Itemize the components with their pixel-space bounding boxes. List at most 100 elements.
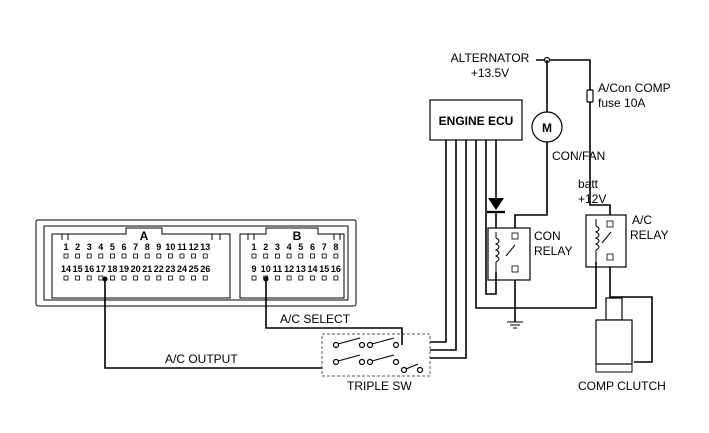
con-relay-label-line2: RELAY bbox=[534, 244, 572, 258]
connector-a-pin-23 bbox=[167, 275, 173, 281]
connector-a-pin-3 bbox=[86, 253, 92, 259]
engine-ecu-label: ENGINE ECU bbox=[439, 114, 514, 128]
connector-a-pin-17-label: 17 bbox=[96, 264, 106, 274]
connector-b-pin-16-label: 16 bbox=[331, 264, 341, 274]
connector-b-pin-12 bbox=[286, 275, 292, 281]
ac-select-label: A/C SELECT bbox=[280, 312, 351, 326]
con-relay-box bbox=[487, 227, 531, 281]
connector-a-pin-8 bbox=[144, 253, 150, 259]
ecu-connector bbox=[35, 219, 357, 307]
connector-b-pin-13-label: 13 bbox=[296, 264, 306, 274]
connector-a-pin-1-label: 1 bbox=[63, 242, 68, 252]
ac-relay-coil bbox=[594, 219, 614, 262]
ac-output-label: A/C OUTPUT bbox=[165, 352, 238, 366]
connector-b-pin-11 bbox=[274, 275, 280, 281]
connector-a-pin-25 bbox=[191, 275, 197, 281]
connector-a-pin-15 bbox=[75, 275, 80, 281]
connector-b-pin-7 bbox=[321, 253, 327, 259]
connector-a-pin-21 bbox=[144, 275, 150, 281]
fuse-label-line2: fuse 10A bbox=[598, 96, 645, 110]
connector-b-pin-15 bbox=[321, 275, 327, 281]
connector-b-pin-15-label: 15 bbox=[319, 264, 329, 274]
connector-a-pin-4-label: 4 bbox=[98, 242, 103, 252]
connector-a-pin-2-label: 2 bbox=[75, 242, 80, 252]
ecu-wire-3 bbox=[430, 140, 467, 359]
ac-output-wire bbox=[104, 279, 322, 369]
connector-a-pin-1 bbox=[63, 253, 69, 259]
connector-a-pin-9 bbox=[156, 253, 162, 259]
connector-b-pin-12-label: 12 bbox=[284, 264, 294, 274]
connector-a-pin-6-label: 6 bbox=[121, 242, 126, 252]
triple-switch-contacts bbox=[332, 337, 424, 374]
con-fan-label: CON/FAN bbox=[552, 149, 605, 163]
connector-b-pin-9 bbox=[251, 275, 257, 281]
triple-switch-housing bbox=[321, 333, 431, 377]
ac-relay-label-line2: RELAY bbox=[630, 228, 668, 242]
connector-a-pin-24 bbox=[179, 275, 185, 281]
connector-a-pin-2 bbox=[75, 253, 80, 259]
connector-b-pin-6-label: 6 bbox=[310, 242, 315, 252]
alternator-label: ALTERNATOR bbox=[451, 51, 530, 65]
connector-b-pin-14-label: 14 bbox=[307, 264, 317, 274]
triple-switch-label: TRIPLE SW bbox=[347, 379, 412, 393]
connector-b-pin-6 bbox=[310, 253, 315, 259]
connector-a-pin-11-label: 11 bbox=[177, 242, 187, 252]
connector-a-pin-3-label: 3 bbox=[87, 242, 92, 252]
connector-a-pin-12-label: 12 bbox=[189, 242, 199, 252]
connector-a-pin-7 bbox=[133, 253, 139, 259]
connector-b-pin-14 bbox=[310, 275, 315, 281]
con-relay-coil bbox=[494, 232, 519, 273]
fuse-icon bbox=[586, 89, 594, 103]
connector-a-pin-11 bbox=[179, 253, 185, 259]
connector-b-pin-7-label: 7 bbox=[322, 242, 327, 252]
connector-a-pin-20 bbox=[133, 275, 139, 281]
fuse-to-ac-relay-wire bbox=[589, 102, 611, 220]
connector-b-pin-4 bbox=[286, 253, 292, 259]
connector-a-pin-13-label: 13 bbox=[200, 242, 210, 252]
connector-a-pin-21-label: 21 bbox=[142, 264, 152, 274]
comp-clutch-label: COMP CLUTCH bbox=[578, 379, 666, 393]
fuse-label-line1: A/Con COMP bbox=[598, 81, 671, 95]
connector-b-pin-11-label: 11 bbox=[273, 264, 283, 274]
connector-a-pin-14-label: 14 bbox=[61, 264, 71, 274]
connector-b-pin-2-label: 2 bbox=[263, 242, 268, 252]
connector-a-pin-26 bbox=[202, 275, 208, 281]
motor-to-con-relay-wire bbox=[514, 142, 548, 232]
connector-a-pin-14 bbox=[63, 275, 69, 281]
connector-a-pin-26-label: 26 bbox=[200, 264, 210, 274]
connector-b-pin-1-label: 1 bbox=[251, 242, 256, 252]
ecu-to-ac-relay-wire bbox=[475, 140, 597, 309]
ground-icon bbox=[507, 321, 523, 329]
ecu-wire-2 bbox=[430, 140, 457, 351]
connector-b-pin-5 bbox=[298, 253, 304, 259]
connector-a-pin-19-label: 19 bbox=[119, 264, 129, 274]
connector-b-pin-3 bbox=[274, 253, 280, 259]
connector-a-pin-13 bbox=[202, 253, 208, 259]
connector-b-label: B bbox=[293, 229, 302, 243]
alternator-voltage-label: +13.5V bbox=[471, 66, 509, 80]
connector-a-pin-6 bbox=[121, 253, 127, 259]
connector-a-pin-19 bbox=[121, 275, 127, 281]
connector-b-pin-9-label: 9 bbox=[251, 264, 256, 274]
connector-b-pin-13 bbox=[298, 275, 304, 281]
connector-b-pin-10-label: 10 bbox=[261, 264, 271, 274]
connector-b-pin-5-label: 5 bbox=[298, 242, 303, 252]
batt-label-line2: +12V bbox=[578, 192, 606, 206]
connector-a-label: A bbox=[140, 229, 149, 243]
connector-a-pin-10-label: 10 bbox=[165, 242, 175, 252]
connector-a-pin-4 bbox=[98, 253, 104, 259]
connector-b-pin-3-label: 3 bbox=[275, 242, 280, 252]
ac-select-wire bbox=[265, 279, 403, 345]
connector-a-pin-15-label: 15 bbox=[73, 264, 83, 274]
connector-a-pin-22 bbox=[156, 275, 162, 281]
connector-a-pin-22-label: 22 bbox=[154, 264, 164, 274]
connector-a-pin-16 bbox=[86, 275, 92, 281]
connector-a-pin-5-label: 5 bbox=[110, 242, 115, 252]
connector-b-pin-4-label: 4 bbox=[287, 242, 292, 252]
connector-b-pin-8-label: 8 bbox=[333, 242, 338, 252]
connector-a-pin-7-label: 7 bbox=[133, 242, 138, 252]
connector-b-pin-16 bbox=[333, 275, 339, 281]
